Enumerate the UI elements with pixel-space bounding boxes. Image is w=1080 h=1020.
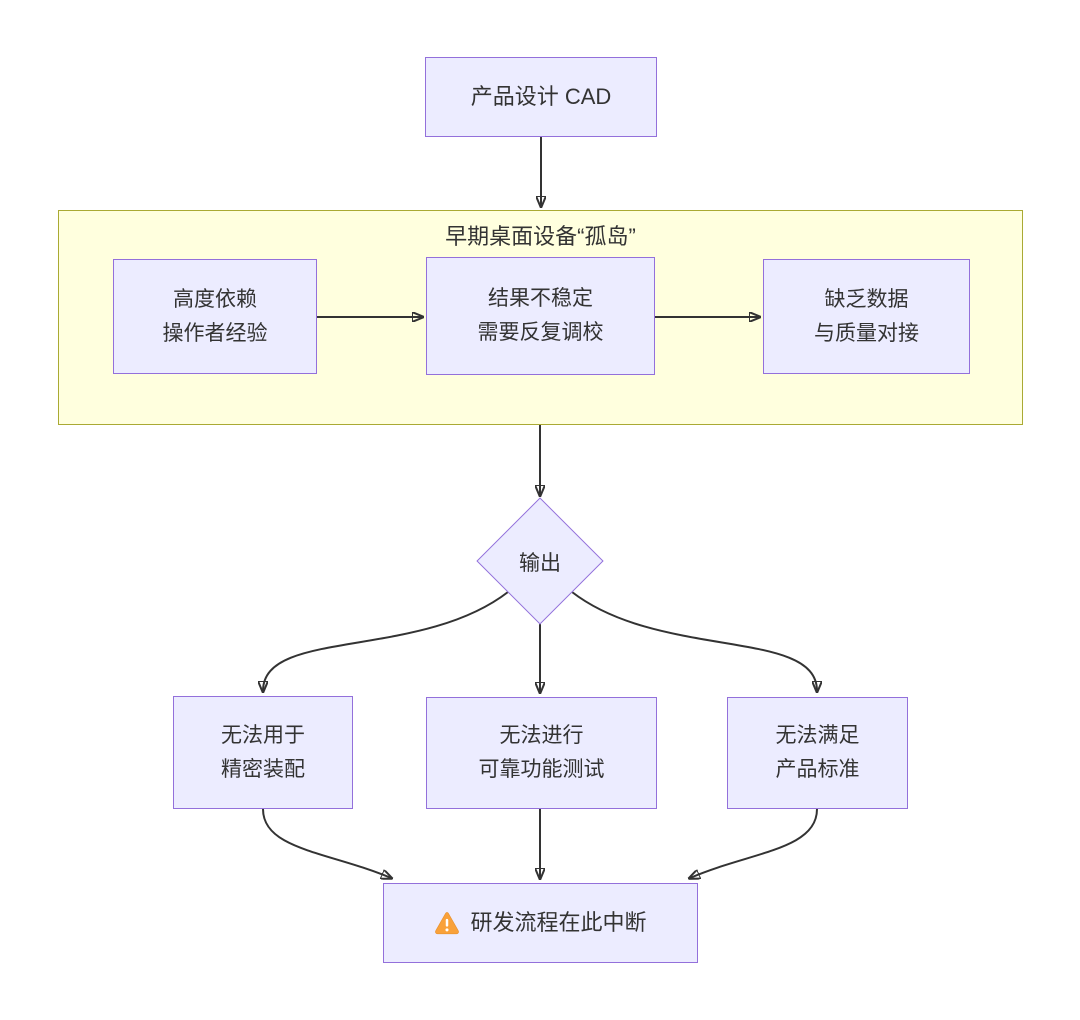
node-label-line: 需要反复调校: [477, 321, 604, 344]
edge-standard-to-fail: [690, 808, 818, 878]
node-label: 产品设计 CAD: [470, 84, 612, 109]
node-output-label: 输出: [519, 552, 561, 575]
node-product-design-cad: 产品设计 CAD: [425, 57, 657, 137]
node-no-quality-data: 缺乏数据 与质量对接: [763, 259, 970, 374]
node-label-line: 操作者经验: [162, 321, 268, 345]
warning-icon: [434, 910, 460, 936]
edge-assembly-to-fail: [262, 808, 391, 878]
node-label-line: 可靠功能测试: [478, 758, 605, 781]
node-label-line: 缺乏数据: [824, 287, 909, 311]
node-no-functional-testing: 无法进行 可靠功能测试: [426, 697, 657, 809]
node-no-precision-assembly: 无法用于 精密装配: [173, 696, 353, 809]
node-label-line: 精密装配: [221, 757, 305, 781]
node-label-line: 无法进行: [499, 724, 584, 747]
node-label-line: 与质量对接: [814, 321, 919, 345]
node-label-line: 高度依赖: [173, 287, 257, 311]
edge-output-to-assembly: [263, 591, 509, 691]
node-no-product-standard: 无法满足 产品标准: [727, 697, 908, 809]
edge-output-to-standard: [571, 591, 817, 691]
node-label: 研发流程在此中断: [470, 910, 647, 935]
island-title: 早期桌面设备“孤岛”: [445, 224, 636, 249]
node-operator-dependence: 高度依赖 操作者经验: [113, 259, 317, 374]
node-label-line: 结果不稳定: [488, 287, 593, 310]
node-label-line: 无法用于: [221, 723, 305, 747]
node-label-line: 产品标准: [775, 758, 860, 781]
node-label-line: 无法满足: [775, 724, 860, 747]
node-process-interrupted: 研发流程在此中断: [383, 883, 698, 963]
node-unstable-results: 结果不稳定 需要反复调校: [426, 257, 655, 375]
